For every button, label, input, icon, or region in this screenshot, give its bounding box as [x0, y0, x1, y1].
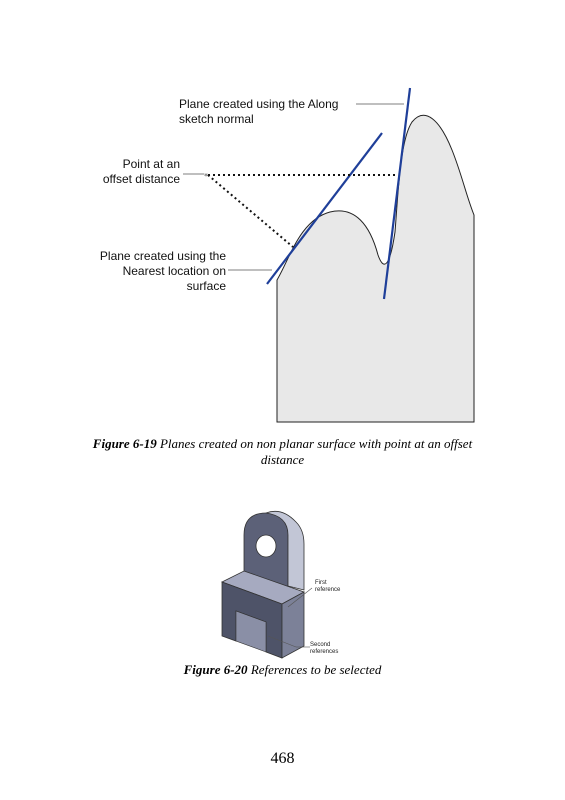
non-planar-surface	[276, 114, 475, 423]
offset-point-marker: *	[204, 172, 208, 181]
leader-first-reference	[287, 587, 313, 608]
label-along-sketch-normal: Plane created using the Along sketch nor…	[179, 97, 339, 126]
upright-tab-side	[265, 510, 305, 591]
label-second-references: Second references	[310, 642, 339, 655]
figure-6-20-number: Figure 6-20	[183, 662, 248, 677]
label-nearest-location: Plane created using the Nearest location…	[99, 249, 226, 293]
label-point-offset-distance: Point at an offset distance	[102, 157, 180, 186]
figure-6-19-caption-text-line2: distance	[260, 452, 305, 467]
along-normal-plane	[382, 87, 412, 300]
figure-6-19-caption-text: Planes created on non planar surface wit…	[159, 436, 473, 451]
figure-6-20-caption-text: References to be selected	[250, 662, 382, 677]
figure-6-19-drawing: *	[183, 87, 475, 423]
slot-inner	[235, 610, 267, 653]
page-number: 468	[270, 750, 295, 767]
nearest-location-plane	[266, 132, 383, 285]
hole	[255, 534, 277, 558]
leader-second-reference	[267, 635, 297, 648]
offset-dotted-line-diagonal	[207, 174, 294, 248]
label-first-reference: First reference	[315, 580, 341, 593]
right-side-face	[281, 591, 305, 659]
figure-6-19-number: Figure 6-19	[92, 436, 157, 451]
figure-6-20-caption: Figure 6-20 References to be selected	[0, 662, 565, 678]
figure-6-19-caption: Figure 6-19 Planes created on non planar…	[0, 436, 565, 468]
